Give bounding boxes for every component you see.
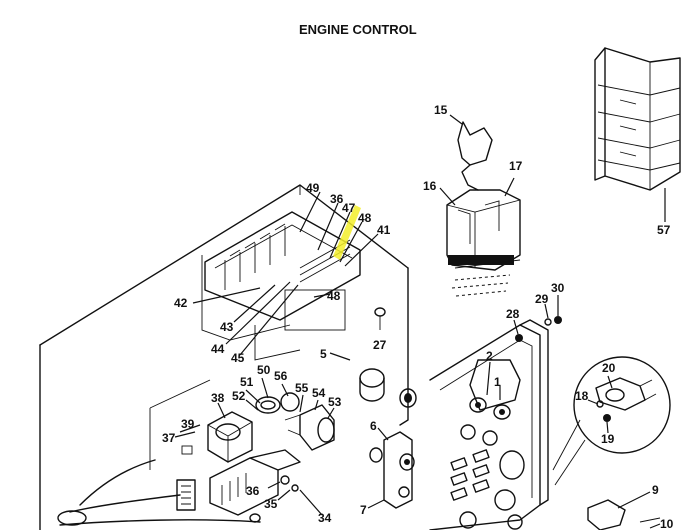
callout-30: 30 bbox=[551, 281, 565, 295]
callout-9: 9 bbox=[652, 483, 659, 497]
callout-42: 42 bbox=[174, 296, 188, 310]
callout-1: 1 bbox=[494, 375, 501, 389]
callout-5: 5 bbox=[320, 347, 327, 361]
part-5-knob bbox=[329, 352, 417, 408]
callout-36: 36 bbox=[330, 192, 344, 206]
callout-48-mid: 48 bbox=[327, 289, 341, 303]
callout-49: 49 bbox=[306, 181, 320, 195]
callout-47: 47 bbox=[342, 201, 356, 215]
callout-6: 6 bbox=[370, 419, 377, 433]
callout-18: 18 bbox=[575, 389, 589, 403]
part-57-relay-stack bbox=[594, 47, 681, 222]
callout-57: 57 bbox=[657, 223, 671, 237]
callout-7: 7 bbox=[360, 503, 367, 517]
callout-20: 20 bbox=[602, 361, 616, 375]
part-9-10 bbox=[587, 491, 661, 530]
callout-56: 56 bbox=[274, 369, 288, 383]
callout-16: 16 bbox=[423, 179, 437, 193]
callout-2: 2 bbox=[486, 349, 493, 363]
callout-44: 44 bbox=[211, 342, 225, 356]
detail-zoom-circle bbox=[573, 356, 671, 454]
callout-34: 34 bbox=[318, 511, 332, 525]
callout-10: 10 bbox=[660, 517, 674, 530]
part-6-7-bracket bbox=[367, 427, 415, 509]
callout-labels: 15 16 17 57 49 36 47 48 41 42 48 43 44 4… bbox=[162, 103, 674, 530]
callout-37: 37 bbox=[162, 431, 176, 445]
callout-35: 35 bbox=[264, 497, 278, 511]
callout-27: 27 bbox=[373, 338, 387, 352]
part-15-gasket bbox=[449, 114, 493, 191]
callout-43: 43 bbox=[220, 320, 234, 334]
part-27-screw bbox=[374, 307, 386, 330]
callout-17: 17 bbox=[509, 159, 523, 173]
control-box-housing bbox=[39, 184, 409, 530]
internal-components bbox=[57, 377, 335, 526]
callout-15: 15 bbox=[434, 103, 448, 117]
diagram-title: ENGINE CONTROL bbox=[299, 22, 417, 37]
callout-41: 41 bbox=[377, 223, 391, 237]
callout-52: 52 bbox=[232, 389, 246, 403]
callout-50: 50 bbox=[257, 363, 271, 377]
callout-45: 45 bbox=[231, 351, 245, 365]
callout-29: 29 bbox=[535, 292, 549, 306]
callout-51: 51 bbox=[240, 375, 254, 389]
callout-53: 53 bbox=[328, 395, 342, 409]
front-panel bbox=[429, 295, 586, 530]
callout-54: 54 bbox=[312, 386, 326, 400]
callout-19: 19 bbox=[601, 432, 615, 446]
callout-55: 55 bbox=[295, 381, 309, 395]
callout-36-low: 36 bbox=[246, 484, 260, 498]
part-16-17-relay-modules bbox=[439, 177, 521, 297]
callout-38: 38 bbox=[211, 391, 225, 405]
callout-39: 39 bbox=[181, 417, 195, 431]
callout-28: 28 bbox=[506, 307, 520, 321]
terminal-block bbox=[192, 191, 379, 361]
callout-48-top: 48 bbox=[358, 211, 372, 225]
